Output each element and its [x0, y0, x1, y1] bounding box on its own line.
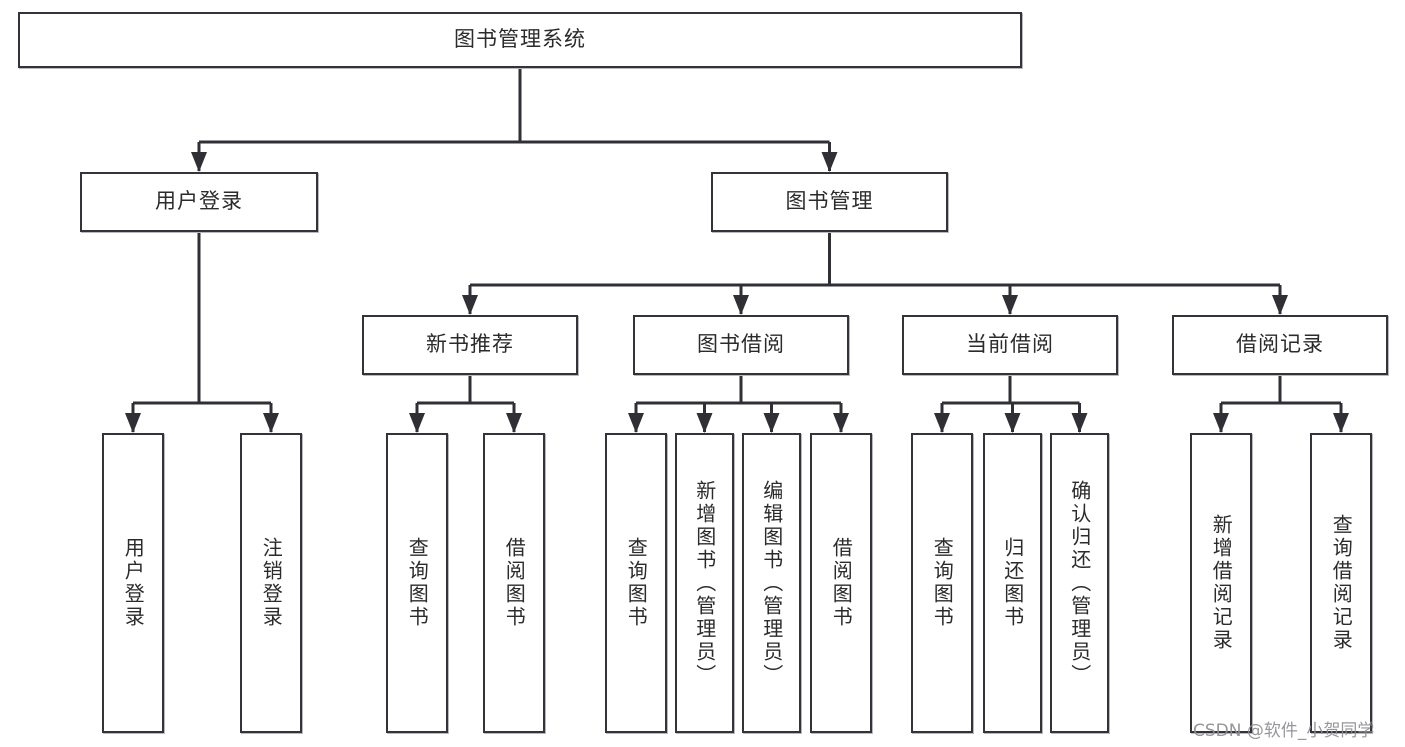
- node-label-l_q1: 查询图书: [405, 537, 430, 629]
- node-label-l_logout: 注销登录: [259, 537, 284, 629]
- node-box-login[interactable]: 用户登录: [80, 172, 318, 232]
- node-label-l_q3: 查询图书: [930, 537, 955, 629]
- arrowhead-l_addrec: [1213, 413, 1229, 433]
- arrowhead-login: [191, 152, 207, 172]
- arrowhead-newbook: [462, 295, 478, 315]
- arrowhead-l_conf: [1071, 413, 1088, 433]
- arrowhead-l_q2: [628, 413, 644, 433]
- node-label-l_b2: 借阅图书: [829, 537, 854, 629]
- node-box-l_edit[interactable]: 编辑图书（管理员）: [742, 433, 801, 733]
- node-box-l_login[interactable]: 用户登录: [102, 433, 164, 733]
- node-label-current: 当前借阅: [966, 332, 1054, 357]
- node-box-newbook[interactable]: 新书推荐: [362, 315, 578, 375]
- arrowhead-l_b2: [833, 413, 849, 433]
- arrowhead-l_edit: [763, 413, 780, 433]
- node-label-login: 用户登录: [155, 189, 243, 214]
- node-label-newbook: 新书推荐: [426, 332, 514, 357]
- node-box-record[interactable]: 借阅记录: [1172, 315, 1388, 375]
- arrowhead-borrow: [733, 295, 749, 315]
- node-label-record: 借阅记录: [1236, 332, 1324, 357]
- node-label-l_add: 新增图书（管理员）: [692, 479, 717, 687]
- arrowhead-record: [1272, 295, 1288, 315]
- node-label-l_addrec: 新增借阅记录: [1209, 514, 1234, 652]
- node-box-l_b1[interactable]: 借阅图书: [483, 433, 545, 733]
- arrowhead-bookmgmt: [821, 152, 838, 172]
- arrowhead-l_q3: [934, 413, 950, 433]
- node-label-l_q2: 查询图书: [624, 537, 649, 629]
- arrowhead-l_qrec: [1333, 413, 1349, 433]
- node-box-l_q2[interactable]: 查询图书: [605, 433, 667, 733]
- arrowhead-l_login: [125, 413, 141, 433]
- node-box-root[interactable]: 图书管理系统: [18, 12, 1022, 68]
- node-box-bookmgmt[interactable]: 图书管理: [711, 172, 948, 232]
- node-box-borrow[interactable]: 图书借阅: [633, 315, 849, 375]
- node-label-l_conf: 确认归还（管理员）: [1067, 479, 1092, 687]
- arrowhead-l_q1: [409, 413, 425, 433]
- arrowhead-l_ret: [1004, 413, 1021, 433]
- node-box-l_q1[interactable]: 查询图书: [386, 433, 448, 733]
- node-box-l_add[interactable]: 新增图书（管理员）: [675, 433, 734, 733]
- node-box-l_b2[interactable]: 借阅图书: [810, 433, 872, 733]
- node-box-l_logout[interactable]: 注销登录: [240, 433, 302, 733]
- arrowhead-l_add: [696, 413, 713, 433]
- arrowhead-l_logout: [263, 413, 279, 433]
- watermark-text: CSDN @软件_小贺同学: [1193, 721, 1375, 741]
- arrowhead-l_b1: [506, 413, 522, 433]
- node-label-bookmgmt: 图书管理: [785, 189, 874, 214]
- node-label-root: 图书管理系统: [454, 27, 586, 52]
- node-label-l_qrec: 查询借阅记录: [1329, 514, 1354, 652]
- node-box-l_conf[interactable]: 确认归还（管理员）: [1050, 433, 1109, 733]
- node-label-l_b1: 借阅图书: [502, 537, 527, 629]
- node-label-borrow: 图书借阅: [697, 332, 785, 357]
- node-box-current[interactable]: 当前借阅: [902, 315, 1118, 375]
- arrowhead-current: [1002, 295, 1018, 315]
- node-box-l_addrec[interactable]: 新增借阅记录: [1190, 433, 1252, 733]
- node-box-l_ret[interactable]: 归还图书: [983, 433, 1042, 733]
- node-box-l_qrec[interactable]: 查询借阅记录: [1310, 433, 1372, 733]
- node-label-l_edit: 编辑图书（管理员）: [759, 479, 784, 687]
- node-label-l_login: 用户登录: [121, 537, 146, 629]
- node-label-l_ret: 归还图书: [1000, 537, 1025, 629]
- node-box-l_q3[interactable]: 查询图书: [911, 433, 973, 733]
